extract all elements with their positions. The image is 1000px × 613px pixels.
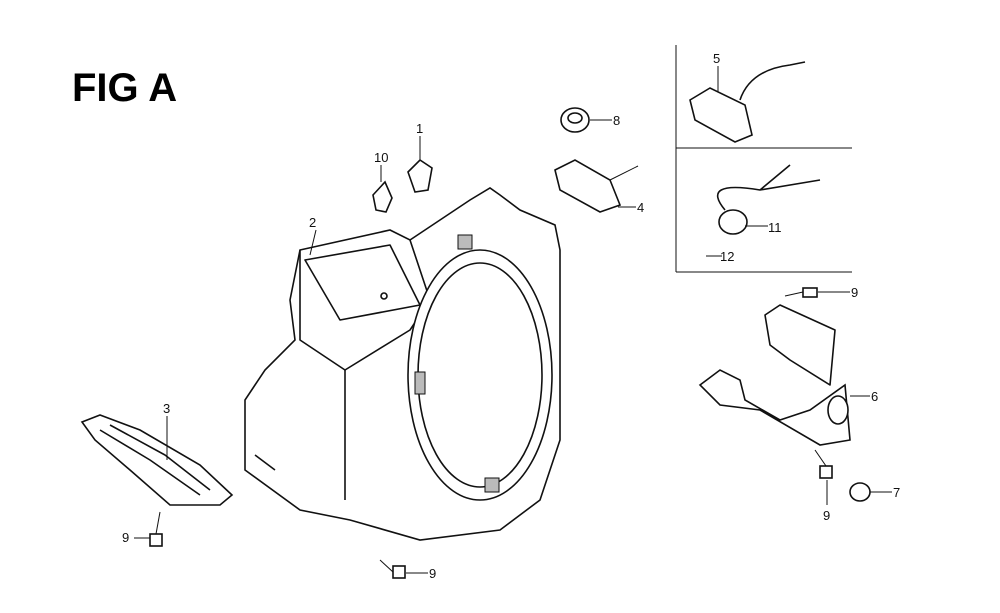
cap-part-7 bbox=[849, 482, 871, 502]
bolt-icon bbox=[814, 449, 833, 479]
clip-part-1 bbox=[407, 158, 433, 193]
bolt-icon bbox=[784, 287, 818, 298]
callout-9: 9 bbox=[122, 530, 129, 545]
callout-10: 10 bbox=[374, 150, 388, 165]
callout-6: 6 bbox=[871, 389, 878, 404]
switch-part-11 bbox=[716, 164, 821, 235]
callout-9: 9 bbox=[823, 508, 830, 523]
callout-4: 4 bbox=[637, 200, 644, 215]
clip-part-10 bbox=[372, 180, 393, 213]
switch-part-4 bbox=[554, 159, 639, 213]
figure-title: FIG A bbox=[72, 66, 177, 110]
callout-11: 11 bbox=[768, 220, 782, 235]
bracket-part-6 bbox=[698, 304, 851, 446]
leader-lines bbox=[134, 66, 892, 574]
grommet-part-8 bbox=[560, 107, 590, 133]
callout-1: 1 bbox=[416, 121, 423, 136]
callout-12: 12 bbox=[720, 249, 734, 264]
inset-box bbox=[675, 45, 852, 273]
fan-shroud bbox=[244, 187, 561, 541]
callout-9: 9 bbox=[851, 285, 858, 300]
deflector-plate bbox=[80, 414, 234, 506]
switch-part-5 bbox=[689, 61, 806, 143]
callout-8: 8 bbox=[613, 113, 620, 128]
bolt-icon bbox=[379, 559, 406, 579]
callout-5: 5 bbox=[713, 51, 720, 66]
bolt-icon bbox=[149, 511, 163, 547]
callout-3: 3 bbox=[163, 401, 170, 416]
callout-7: 7 bbox=[893, 485, 900, 500]
callout-2: 2 bbox=[309, 215, 316, 230]
callout-9: 9 bbox=[429, 566, 436, 581]
